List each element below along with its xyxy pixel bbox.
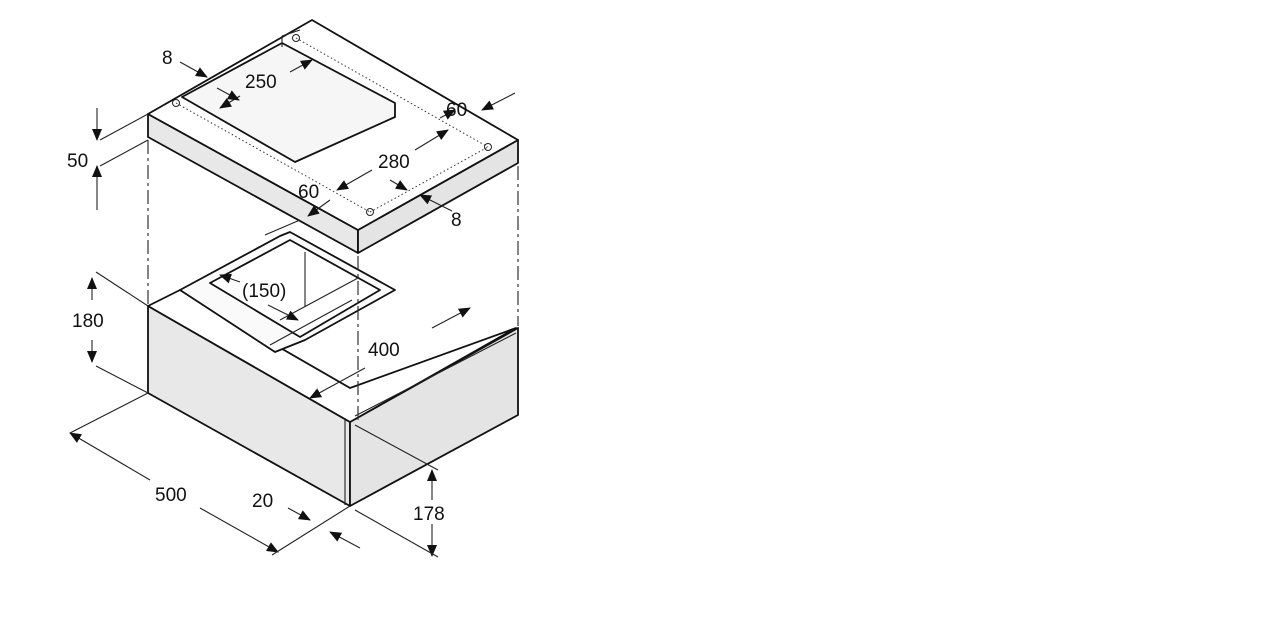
top-plate	[147, 19, 519, 254]
dim-label-base-wall: 20	[252, 491, 273, 512]
base-slot-opening	[209, 239, 381, 338]
dimension-lines	[69, 59, 516, 558]
dim-label-top-slot-width: 250	[245, 72, 277, 93]
top-plate-cutout	[181, 42, 396, 163]
dimension-labels: 8 250 60 50 280 60 8 (150) 180 400 500 2…	[67, 48, 467, 525]
dim-label-top-rear-depth: 60	[446, 100, 467, 121]
dim-label-base-side-height: 178	[413, 504, 445, 525]
dim-label-base-inner-length: 400	[368, 340, 400, 361]
dim-label-top-thickness: 50	[67, 151, 88, 172]
dim-label-top-inner-length: 280	[378, 152, 410, 173]
dim-label-base-height: 180	[72, 311, 104, 332]
dim-label-top-slot-gap: 8	[162, 48, 173, 69]
base-block	[147, 231, 519, 507]
dim-label-top-front-depth: 60	[298, 182, 319, 203]
dim-label-base-width: 500	[155, 485, 187, 506]
dim-label-base-slot-width: (150)	[242, 281, 286, 302]
base-top-face	[147, 289, 517, 423]
dim-label-top-side-gap: 8	[451, 210, 462, 231]
alignment-lines	[147, 140, 519, 420]
